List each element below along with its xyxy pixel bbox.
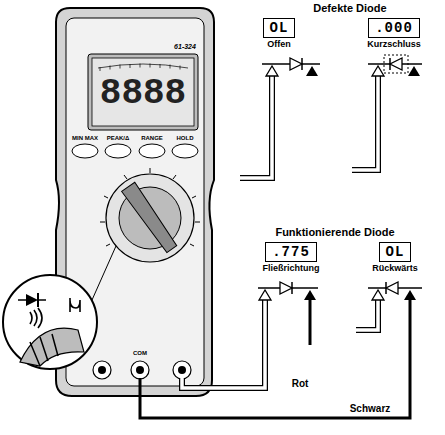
display-reading: .775 [272,245,310,259]
display-reading: OL [270,21,289,35]
lcd-digits: 8888 [100,76,186,112]
shorted-diode [352,55,422,170]
magnifier-circle [3,275,97,369]
display-box: .775Fließrichtung [265,242,317,262]
lead-label: Schwarz [348,403,393,415]
case-caption: Kurzschluss [367,39,421,50]
button-label: HOLD [177,135,194,142]
dial-ticks [100,168,200,246]
lcd-screen [92,58,194,126]
display-box: .000Kurzschluss [368,18,420,38]
case-caption: Rückwärts [372,263,418,274]
rotary-dial [106,174,194,262]
reverse-diode [140,282,422,418]
bargraph-scale [98,64,188,72]
display-box: OLRückwärts [379,242,412,262]
button-label: MIN MAX [72,135,98,142]
display-box: OLOffen [263,18,296,38]
magnified-dial [18,293,84,366]
section-heading: Defekte Diode [313,2,386,15]
section-heading: Funktionierende Diode [275,226,394,239]
case-caption: Fließrichtung [262,263,319,274]
buttons [72,144,198,158]
open-diode [240,58,320,178]
jack-label: COM [133,350,147,357]
button-label: RANGE [141,135,163,142]
dial-pointer [122,182,179,253]
input-jacks [93,361,191,379]
forward-diode [182,282,318,388]
display-reading: OL [386,245,405,259]
magnifier-leader [92,246,116,300]
display-reading: .000 [375,21,413,35]
display-bezel [88,54,198,130]
button-label: PEAK/Δ [107,135,130,142]
model-number: 61-324 [174,43,196,51]
case-caption: Offen [267,39,291,50]
lead-label: Rot [290,378,311,390]
